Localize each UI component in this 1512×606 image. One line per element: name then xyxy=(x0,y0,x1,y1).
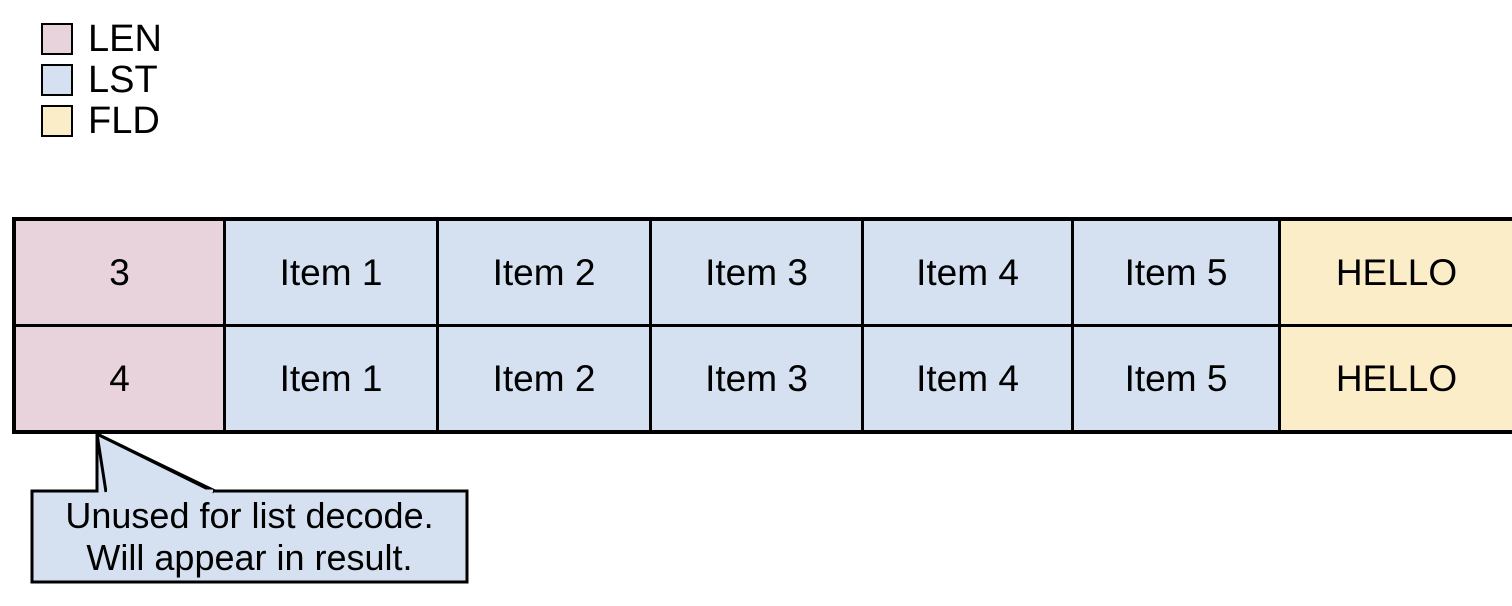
table-row: 4 Item 1 Item 2 Item 3 Item 4 Item 5 HEL… xyxy=(16,327,1512,430)
cell-list-item-4: Item 4 xyxy=(864,221,1074,324)
lst-swatch-icon xyxy=(41,63,73,96)
legend-label-len: LEN xyxy=(88,17,162,60)
len-swatch-icon xyxy=(41,22,73,55)
callout-tail-fill xyxy=(97,434,213,491)
callout-tail-left-edge xyxy=(95,433,108,493)
cell-field: HELLO xyxy=(1281,327,1512,430)
cell-list-item-1: Item 1 xyxy=(226,327,439,430)
legend-item-fld: FLD xyxy=(41,100,162,141)
packet-layout-table: 3 Item 1 Item 2 Item 3 Item 4 Item 5 HEL… xyxy=(12,217,1512,434)
cell-field: HELLO xyxy=(1281,221,1512,324)
cell-list-item-5: Item 5 xyxy=(1074,221,1281,324)
cell-list-item-4: Item 4 xyxy=(864,327,1074,430)
legend: LEN LST FLD xyxy=(41,18,162,141)
cell-len: 3 xyxy=(16,221,226,324)
legend-label-fld: FLD xyxy=(88,99,160,142)
callout-tail-right-edge xyxy=(96,432,215,494)
callout-text: Unused for list decode. Will appear in r… xyxy=(32,491,467,582)
cell-list-item-3: Item 3 xyxy=(652,221,864,324)
cell-list-item-5: Item 5 xyxy=(1074,327,1281,430)
cell-list-item-1: Item 1 xyxy=(226,221,439,324)
legend-item-len: LEN xyxy=(41,18,162,59)
cell-list-item-2: Item 2 xyxy=(439,221,652,324)
callout-line-2: Will appear in result. xyxy=(86,536,413,578)
legend-label-lst: LST xyxy=(88,58,158,101)
callout-line-1: Unused for list decode. xyxy=(65,494,434,536)
cell-list-item-3: Item 3 xyxy=(652,327,864,430)
legend-item-lst: LST xyxy=(41,59,162,100)
table-row: 3 Item 1 Item 2 Item 3 Item 4 Item 5 HEL… xyxy=(16,221,1512,327)
fld-swatch-icon xyxy=(41,104,73,137)
cell-list-item-2: Item 2 xyxy=(439,327,652,430)
cell-len: 4 xyxy=(16,327,226,430)
